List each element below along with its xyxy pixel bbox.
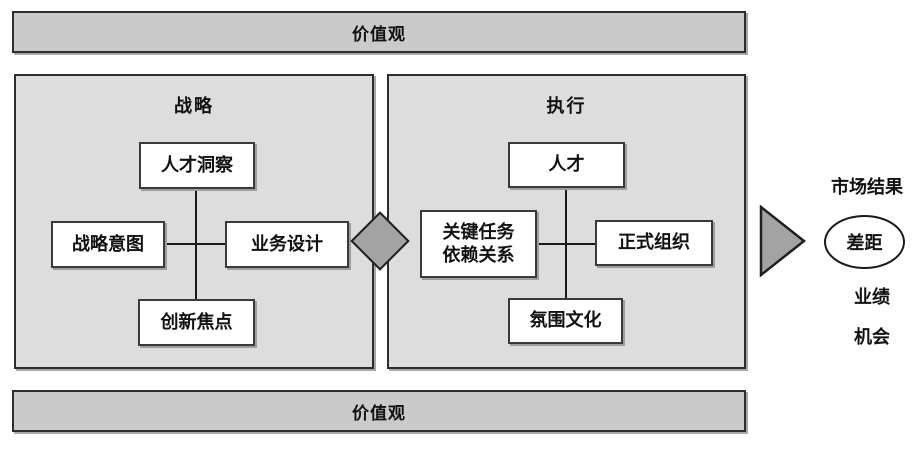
node-key-tasks-dependencies: 关键任务 依赖关系 [420, 210, 537, 278]
node-innovation-focus: 创新焦点 [138, 299, 255, 346]
node-talent-label: 人才 [548, 154, 585, 175]
node-business-design-label: 业务设计 [251, 233, 323, 254]
values-bar-top: 价值观 [12, 11, 746, 53]
node-innovation-focus-label: 创新焦点 [160, 311, 233, 332]
values-bar-bottom-label: 价值观 [352, 403, 406, 423]
node-talent-insight-label: 人才洞察 [161, 154, 233, 175]
node-talent: 人才 [508, 142, 625, 188]
values-bar-top-label: 价值观 [352, 24, 406, 44]
node-formal-organization: 正式组织 [595, 220, 713, 266]
node-atmosphere-culture: 氛围文化 [508, 298, 623, 344]
node-atmosphere-culture-label: 氛围文化 [529, 310, 602, 331]
node-business-design: 业务设计 [225, 221, 349, 268]
gap-ellipse: 差距 [824, 215, 905, 269]
gap-label: 差距 [846, 233, 883, 253]
execution-panel-title: 执行 [546, 96, 587, 116]
node-strategic-intent: 战略意图 [51, 221, 165, 268]
node-talent-insight: 人才洞察 [139, 142, 255, 189]
node-strategic-intent-label: 战略意图 [72, 233, 144, 254]
values-bar-bottom: 价值观 [12, 390, 746, 432]
opportunity-label: 机会 [854, 327, 890, 347]
performance-label: 业绩 [854, 287, 890, 307]
node-key-tasks-label-line2: 依赖关系 [442, 245, 515, 265]
market-results-label: 市场结果 [831, 177, 903, 197]
right-arrow-triangle-shape [759, 204, 807, 278]
node-formal-organization-label: 正式组织 [618, 232, 690, 253]
node-key-tasks-label-line1: 关键任务 [442, 221, 515, 242]
strategy-horizontal-connector-line [165, 243, 225, 245]
execution-horizontal-connector-line [537, 243, 595, 245]
strategy-panel-title: 战略 [174, 96, 214, 116]
